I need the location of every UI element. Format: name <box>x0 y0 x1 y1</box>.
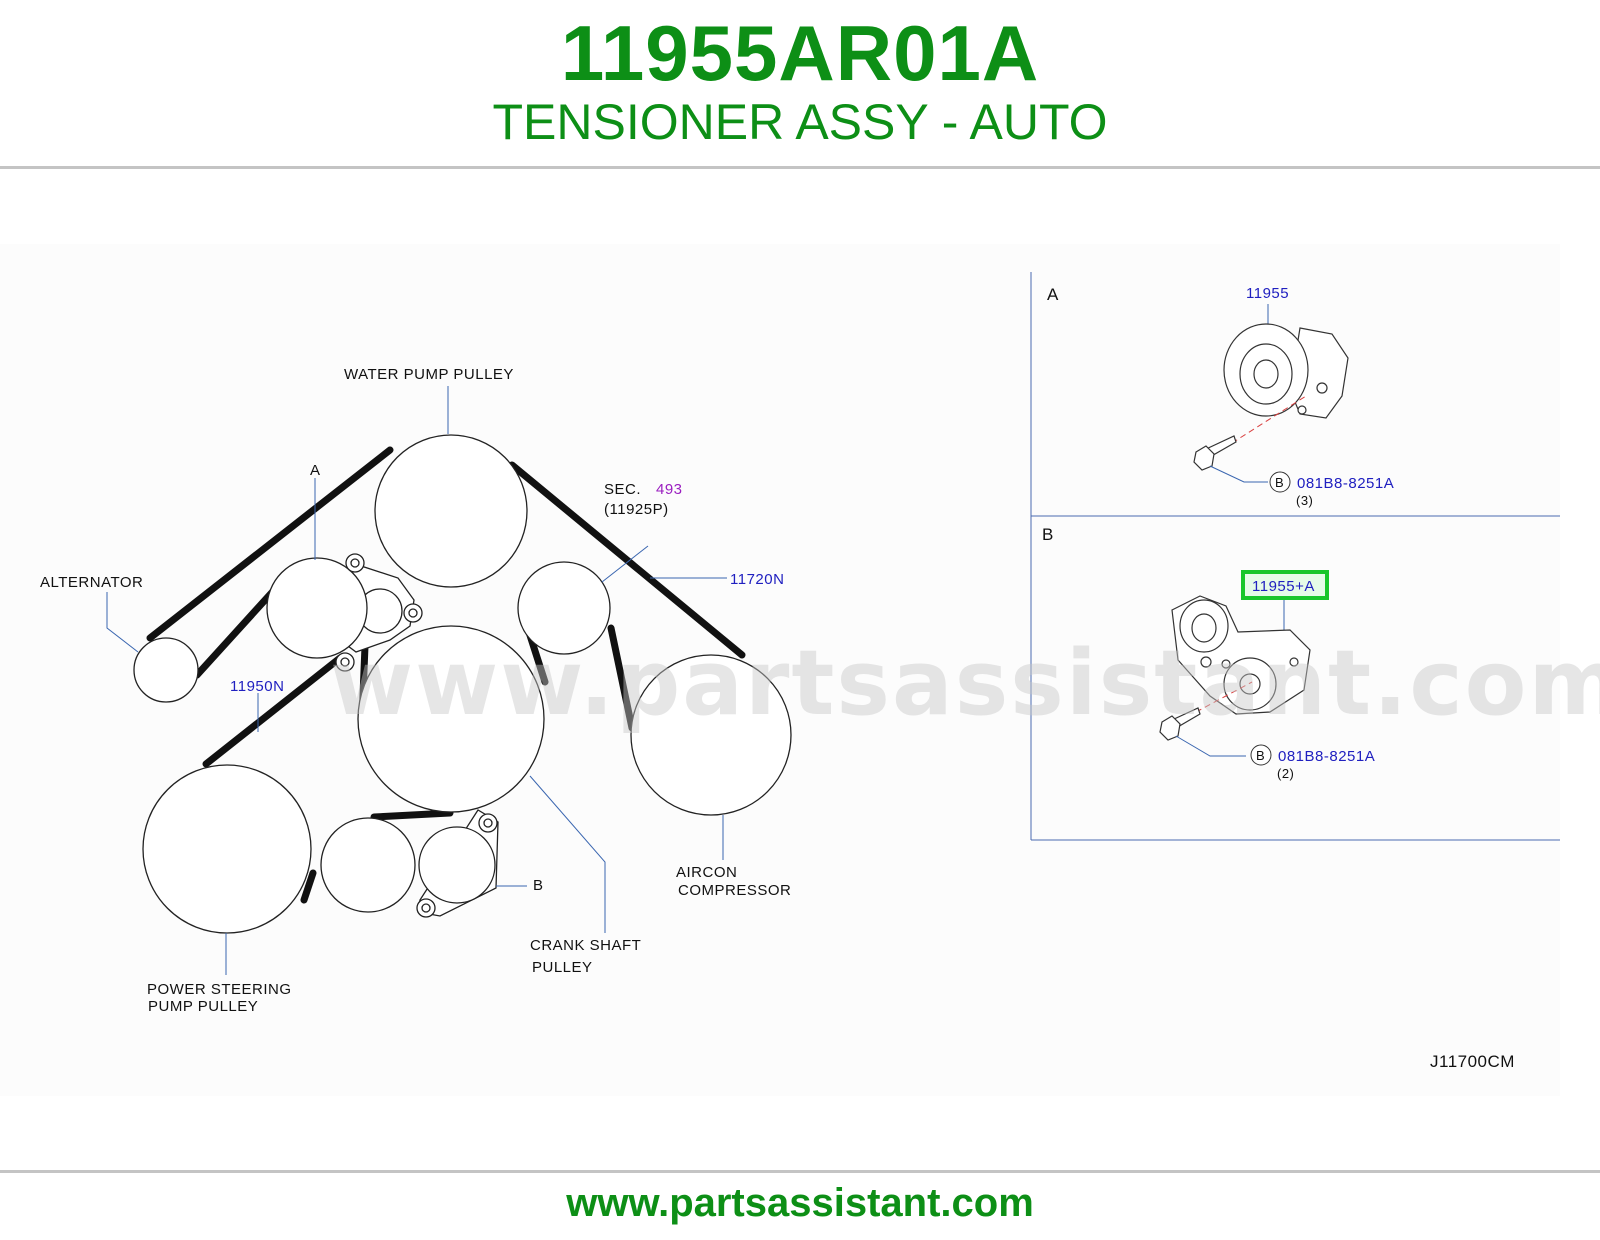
footer-site-link[interactable]: www.partsassistant.com <box>566 1181 1034 1225</box>
callout-11950n[interactable]: 11950N <box>230 678 284 695</box>
alternator-label: ALTERNATOR <box>40 574 143 591</box>
diagram-code: J11700CM <box>1430 1052 1515 1071</box>
callout-11720n[interactable]: 11720N <box>730 571 784 588</box>
crank-label-line2: PULLEY <box>532 959 593 976</box>
detail-a-marker: A <box>310 462 321 479</box>
sec-label: SEC. <box>604 481 641 498</box>
tensioner-a-pulley <box>266 557 368 659</box>
bolt-b-ref-circle <box>1250 744 1272 766</box>
aircon-compressor-pulley <box>630 654 792 816</box>
bolt-b-part-callout[interactable]: 081B8-8251A <box>1278 748 1375 765</box>
footer-divider <box>0 1170 1600 1173</box>
water-pump-pulley-label: WATER PUMP PULLEY <box>344 366 514 383</box>
drive-belt <box>146 446 746 904</box>
aircon-label-line2: COMPRESSOR <box>678 882 791 899</box>
header-divider <box>0 166 1600 169</box>
page-header: 11955AR01A TENSIONER ASSY - AUTO <box>0 0 1600 168</box>
bolt-a-ref-letter: B <box>1275 475 1284 490</box>
pulleys <box>133 434 792 934</box>
power-steering-label-line1: POWER STEERING <box>147 981 292 998</box>
detail-a-title: A <box>1047 285 1059 304</box>
bolt-a-ref-circle <box>1269 471 1291 493</box>
power-steering-pulley <box>142 764 312 934</box>
bolt-b-qty: (2) <box>1277 766 1294 781</box>
watermark: www.partsassistant.com <box>330 631 1600 736</box>
idler-pulley-11950n <box>320 817 416 913</box>
detail-a-part-callout[interactable]: 11955 <box>1246 285 1289 302</box>
detail-b-title: B <box>1042 525 1054 544</box>
aircon-label-line1: AIRCON <box>676 864 737 881</box>
part-description-title: TENSIONER ASSY - AUTO <box>492 94 1108 150</box>
tensioner-assy-b-drawing <box>1171 595 1311 715</box>
tensioner-assy-a-drawing <box>1223 323 1349 419</box>
water-pump-pulley <box>374 434 528 588</box>
tensioner-b-pulley <box>418 826 496 904</box>
detail-a-panel: A 11955 B 081B8-8251A (3) <box>1047 285 1394 508</box>
leader-lines <box>106 386 727 975</box>
bolt-b-drawing <box>1159 707 1201 741</box>
detail-b-marker: B <box>533 877 544 894</box>
power-steering-label-line2: PUMP PULLEY <box>148 998 258 1015</box>
bolt-a-drawing <box>1193 435 1237 471</box>
sec-ref-label: (11925P) <box>604 501 669 518</box>
highlighted-part-box[interactable] <box>1241 570 1329 600</box>
crank-label-line1: CRANK SHAFT <box>530 937 641 954</box>
bolt-b-ref-letter: B <box>1256 748 1265 763</box>
bolt-a-part-callout[interactable]: 081B8-8251A <box>1297 475 1394 492</box>
crank-shaft-pulley <box>357 625 545 813</box>
idler-pulley-11720n <box>517 561 611 655</box>
detail-panels-frame <box>1030 272 1560 841</box>
alternator-pulley <box>133 637 199 703</box>
detail-b-panel: B 11955+A B 081B8-8251A (2) <box>1042 525 1375 781</box>
bolt-a-qty: (3) <box>1296 493 1313 508</box>
sec-number-link[interactable]: 493 <box>656 481 683 498</box>
detail-b-part-callout[interactable]: 11955+A <box>1252 578 1315 595</box>
part-number-title: 11955AR01A <box>560 9 1040 97</box>
